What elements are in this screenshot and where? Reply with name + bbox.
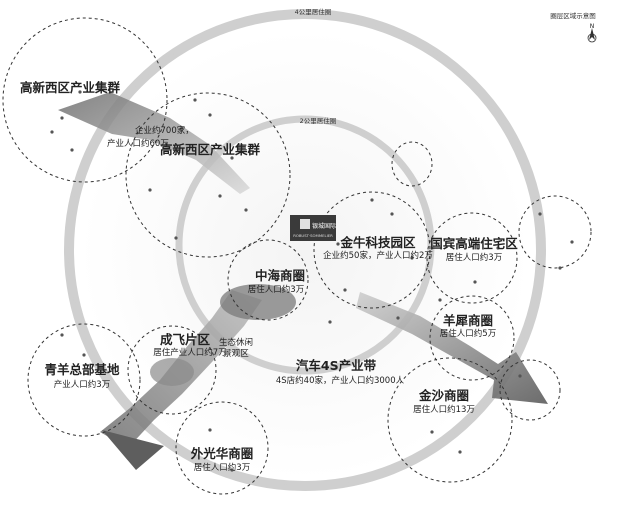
svg-text:居住人口约13万: 居住人口约13万	[413, 404, 475, 415]
svg-text:成飞片区: 成飞片区	[160, 332, 211, 347]
svg-text:居住人口约5万: 居住人口约5万	[440, 328, 496, 339]
ring-outer-label: 4公里居住圈	[295, 7, 332, 16]
svg-text:景观区: 景观区	[223, 349, 249, 359]
svg-text:外光华商圈: 外光华商圈	[190, 446, 254, 461]
zone-guobin	[426, 212, 518, 304]
svg-text:居住人口约3万: 居住人口约3万	[194, 462, 250, 473]
label-guobin: 国宾高端住宅区 居住人口约3万	[430, 236, 518, 263]
center-logo[interactable]: 银城国际 ROBUST·SOMMELIER	[290, 215, 336, 241]
ring-inner-label: 2公里居住圈	[300, 116, 337, 125]
arrow-waiguanghua-head	[102, 430, 164, 470]
zone-east-edge	[518, 195, 592, 269]
compass-icon: N	[587, 23, 597, 43]
svg-text:居住人口约3万: 居住人口约3万	[446, 252, 502, 263]
label-qingyang: 青羊总部基地 产业人口约3万	[44, 362, 120, 390]
label-yangxi: 羊犀商圈 居住人口约5万	[440, 313, 496, 339]
zone-jinsha	[387, 357, 513, 483]
poi-dots	[50, 90, 574, 472]
svg-text:产业人口约3万: 产业人口约3万	[54, 379, 110, 390]
svg-text:企业约700家，: 企业约700家，	[135, 125, 194, 136]
label-gaoxin-outer: 高新西区产业集群	[20, 80, 121, 95]
chengfei-blob	[150, 358, 194, 386]
zone-small-north	[391, 141, 433, 187]
eco-park-blob	[220, 284, 296, 320]
svg-text:羊犀商圈: 羊犀商圈	[443, 313, 493, 328]
map-title: 圈层区域示意图	[550, 11, 596, 20]
svg-text:4S店约40家，产业人口约3000人: 4S店约40家，产业人口约3000人	[276, 375, 405, 386]
label-jinsha: 金沙商圈 居住人口约13万	[413, 388, 475, 415]
svg-text:银城国际: 银城国际	[312, 222, 336, 230]
svg-text:N: N	[590, 23, 595, 30]
svg-text:金沙商圈: 金沙商圈	[418, 388, 469, 403]
svg-text:生态休闲: 生态休闲	[219, 337, 253, 348]
svg-text:国宾高端住宅区: 国宾高端住宅区	[430, 236, 518, 251]
label-jinniu: 金牛科技园区 企业约50家，产业人口约2万	[323, 235, 433, 261]
label-waiguanghua: 外光华商圈 居住人口约3万	[190, 446, 254, 473]
zone-chengfei	[127, 325, 217, 415]
zone-jinniu-tech	[313, 191, 431, 309]
zone-qingyang	[27, 323, 141, 437]
zone-zhonghai	[227, 239, 309, 321]
label-eco: 生态休闲 景观区	[219, 337, 253, 359]
svg-text:居住产业人口约7万: 居住产业人口约7万	[153, 347, 226, 358]
label-zhonghai: 中海商圈 居住人口约3万	[248, 268, 305, 295]
label-chengfei: 成飞片区 居住产业人口约7万	[153, 332, 226, 358]
zone-gaoxin-west-inner	[125, 92, 291, 258]
zone-yangxi	[429, 295, 515, 381]
svg-text:高新西区产业集群: 高新西区产业集群	[20, 80, 121, 95]
svg-text:企业约50家，产业人口约2万: 企业约50家，产业人口约2万	[323, 250, 433, 261]
svg-text:高新西区产业集群: 高新西区产业集群	[160, 142, 261, 157]
zone-southeast-edge	[499, 359, 561, 421]
label-gaoxin-inner: 企业约700家， 产业人口约60万 高新西区产业集群	[107, 125, 260, 157]
svg-text:金牛科技园区: 金牛科技园区	[339, 235, 416, 250]
arrow-gaoxin	[58, 92, 250, 194]
svg-text:居住人口约3万: 居住人口约3万	[248, 284, 304, 295]
svg-text:青羊总部基地: 青羊总部基地	[44, 362, 120, 377]
svg-text:中海商圈: 中海商圈	[255, 268, 305, 283]
zone-gaoxin-west-outer	[2, 17, 168, 183]
zone-waiguanghua	[175, 401, 269, 495]
logo-mark-icon	[300, 219, 310, 229]
svg-text:产业人口约60万: 产业人口约60万	[107, 138, 169, 149]
arrow-yangxi-jinsha	[356, 292, 548, 404]
svg-text:汽车4S产业带: 汽车4S产业带	[296, 358, 377, 373]
svg-text:ROBUST·SOMMELIER: ROBUST·SOMMELIER	[293, 233, 333, 238]
label-auto4s: 汽车4S产业带 4S店约40家，产业人口约3000人	[276, 358, 405, 386]
